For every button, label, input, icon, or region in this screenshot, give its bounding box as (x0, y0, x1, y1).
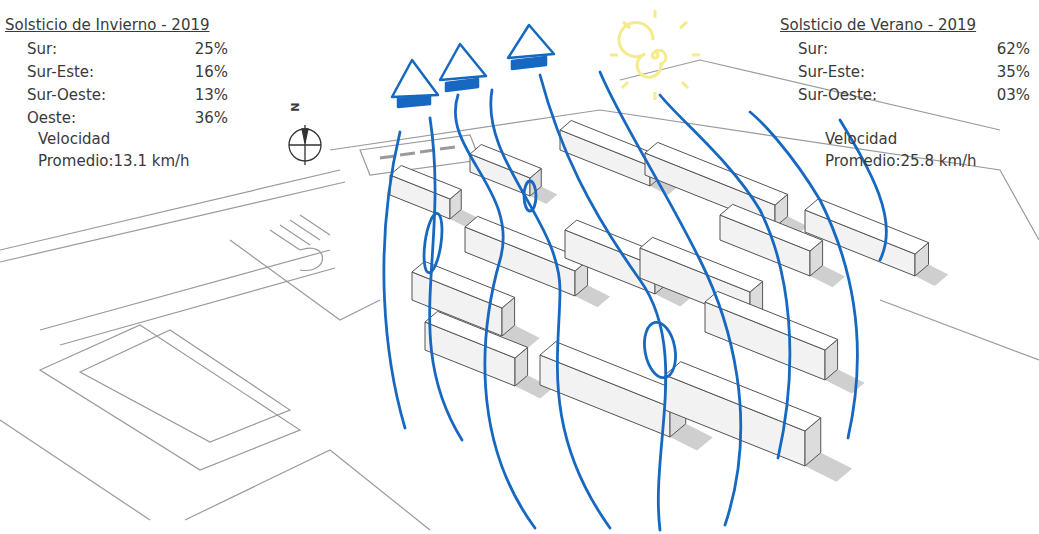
wind-line (384, 132, 405, 428)
wind-line (660, 95, 790, 458)
wind-arrow-head (440, 44, 486, 80)
wind-direction: Sur-Oeste: (27, 86, 106, 106)
wind-direction: Sur: (798, 40, 828, 60)
wind-direction: Sur-Este: (798, 63, 865, 83)
wind-percent: 13% (195, 86, 228, 106)
site-edge (330, 110, 1039, 240)
parking-outline (230, 240, 380, 320)
season-heading: Solsticio de Verano - 2019 (780, 16, 976, 36)
sun-rays (610, 10, 700, 100)
wind-arrow-bar (512, 57, 546, 69)
wind-line (540, 75, 666, 530)
site-edge (880, 300, 1039, 360)
wind-percent: 36% (195, 109, 228, 129)
block-outline (80, 330, 290, 442)
wind-arrow-bar (398, 96, 430, 107)
wind-eddy (640, 320, 679, 380)
sun-symbol (610, 10, 700, 100)
season-heading: Solsticio de Invierno - 2019 (5, 16, 210, 36)
building-group (390, 121, 948, 482)
wind-line (455, 95, 535, 528)
street-line (185, 450, 430, 530)
wind-percent: 35% (997, 63, 1030, 83)
wind-percent: 03% (997, 86, 1030, 106)
compass-cross (289, 125, 321, 165)
sun-spiral (619, 23, 666, 78)
wind-arrows (392, 25, 554, 107)
building-roof (720, 204, 823, 251)
wind-percent: 62% (997, 40, 1030, 60)
wind-line (491, 90, 610, 528)
wind-line (600, 72, 741, 525)
turnaround (300, 248, 323, 270)
average-speed: Velocidad Promedio:13.1 km/h (38, 129, 208, 173)
wind-line (430, 118, 462, 440)
street-line (40, 250, 330, 330)
wind-direction: Sur-Este: (27, 63, 94, 83)
average-speed: Velocidad Promedio:25.8 km/h (825, 129, 995, 173)
wind-eddy (421, 212, 445, 274)
compass-north: N (289, 103, 303, 112)
street-line (0, 182, 345, 262)
block-outline (40, 325, 300, 470)
street-line (0, 420, 150, 520)
wind-eddy (524, 181, 536, 211)
wind-arrow-head-bar (446, 79, 478, 91)
distant-windows (380, 147, 455, 158)
compass-needle (302, 129, 308, 143)
wind-flow (384, 72, 887, 530)
parking-stall (270, 215, 330, 250)
wind-direction: Sur-Oeste: (798, 86, 877, 106)
building-roof (390, 166, 461, 200)
street-plan (0, 60, 1039, 530)
building-roof (412, 261, 515, 308)
building-roof (425, 311, 528, 358)
wind-percent: 16% (195, 63, 228, 83)
street-line (0, 170, 340, 250)
building-roof (665, 362, 821, 431)
wind-direction: Oeste: (27, 109, 76, 129)
wind-direction: Sur: (27, 40, 57, 60)
street-line (60, 268, 335, 345)
wind-arrow-head (508, 25, 554, 58)
site-edge (620, 60, 1000, 130)
wind-arrow-head (392, 60, 438, 97)
compass-symbol (289, 125, 321, 165)
wind-percent: 25% (195, 40, 228, 60)
